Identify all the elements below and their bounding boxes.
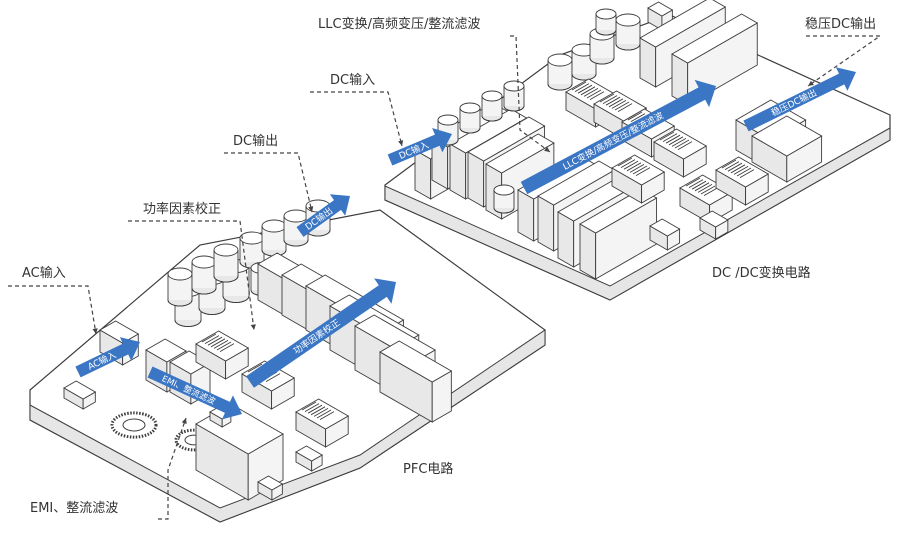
leader-llc — [510, 35, 551, 153]
callout-llc: LLC变换/高频变压/整流滤波 — [318, 17, 481, 32]
dcdc-board-caption: DC /DC变换电路 — [712, 266, 811, 281]
pfc-small-part — [257, 475, 284, 501]
pfc-transformer — [195, 330, 250, 380]
leader-pfc-dc-output — [224, 152, 314, 213]
callout-regulated-output: 稳压DC输出 — [805, 17, 877, 32]
dcdc-small-box — [649, 218, 681, 251]
dcdc-capacitor — [589, 27, 615, 65]
pfc-capacitor — [167, 267, 193, 307]
leader-ac-input — [8, 285, 98, 335]
callout-emi-filter: EMI、整流滤波 — [30, 501, 119, 516]
pfc-fuse-block — [63, 380, 97, 410]
callout-ac-input: AC输入 — [22, 266, 66, 281]
dcdc-small-box — [699, 210, 729, 240]
pfc-board-caption: PFC电路 — [403, 462, 454, 477]
pfc-capacitor — [213, 243, 239, 283]
leader-regulated-output — [806, 35, 882, 87]
dcdc-capacitor — [459, 102, 481, 134]
dcdc-transformer — [611, 154, 666, 204]
callout-pfc-dc-output: DC输出 — [233, 134, 279, 149]
dcdc-capacitor — [571, 43, 597, 81]
dcdc-transformer — [715, 156, 770, 206]
leader-pf-correction — [128, 220, 256, 331]
pfc-board — [29, 209, 546, 523]
dcdc-capacitor — [493, 184, 515, 214]
callout-dc-input: DC输入 — [330, 73, 376, 88]
dcdc-transformer — [653, 128, 708, 178]
pfc-heatsink — [379, 340, 453, 423]
pfc-capacitor — [261, 219, 287, 257]
callout-pf-correction: 功率因素校正 — [143, 202, 222, 217]
dcdc-capacitor — [615, 13, 641, 51]
leader-emi-filter — [158, 417, 187, 520]
pfc-transformer — [295, 398, 350, 448]
dcdc-output-block — [751, 115, 823, 183]
dcdc-board-edge — [384, 127, 891, 301]
pfc-small-part — [295, 445, 324, 472]
dcdc-capacitor — [503, 80, 525, 112]
pfc-toroid-inductor — [110, 411, 158, 439]
dcdc-capacitor — [481, 90, 503, 122]
pfc-board-edge — [29, 329, 546, 523]
dcdc-capacitor — [547, 53, 573, 91]
pfc-capacitor — [191, 255, 217, 295]
dcdc-capacitor — [595, 8, 617, 36]
leader-dc-input — [310, 91, 404, 147]
